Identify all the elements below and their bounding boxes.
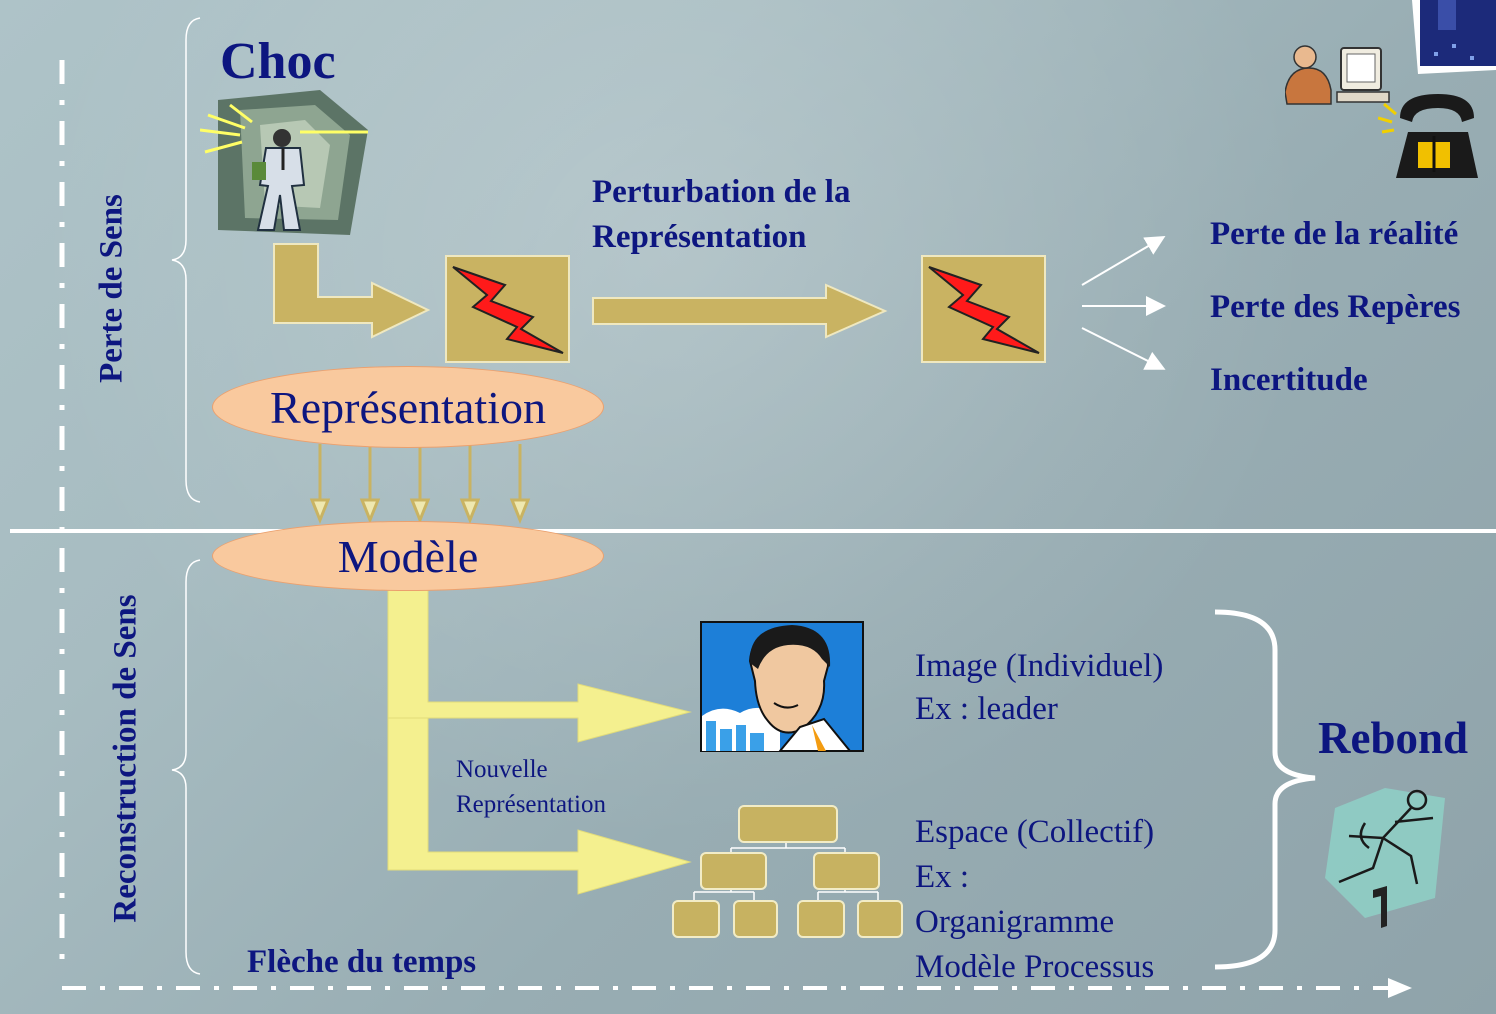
computer-user-icon xyxy=(1285,45,1390,105)
new-representation-label: Nouvelle Représentation xyxy=(456,756,606,818)
time-arrow-head xyxy=(1388,978,1412,998)
outcome-reality: Perte de la réalité xyxy=(1210,216,1459,252)
brace-right xyxy=(1214,609,1316,970)
outcome-landmarks: Perte des Repères xyxy=(1210,289,1461,325)
space-collective-text: Espace (Collectif) Ex : Organigramme Mod… xyxy=(915,814,1155,985)
model-branch-arrow xyxy=(387,585,692,895)
perturbation-label: Perturbation de la Représentation xyxy=(592,174,851,255)
building-icon xyxy=(1412,0,1496,74)
choc-title: Choc xyxy=(220,33,336,90)
brace-bottom xyxy=(171,559,201,975)
shock-box-2 xyxy=(921,255,1046,363)
perturbation-arrow xyxy=(592,283,888,339)
lightning-icon xyxy=(452,266,564,354)
down-arrows xyxy=(309,444,531,525)
telephone-icon xyxy=(1378,94,1478,178)
shocked-man-icon xyxy=(200,90,368,235)
rebond-title: Rebond xyxy=(1318,713,1469,763)
representation-ellipse: Représentation xyxy=(212,366,604,448)
model-ellipse: Modèle xyxy=(212,521,604,591)
lightning-icon xyxy=(928,266,1040,354)
image-individual-text: Image (Individuel) Ex : leader xyxy=(915,648,1164,727)
side-label-reconstruction: Reconstruction de Sens xyxy=(107,594,144,923)
brace-top xyxy=(171,17,201,503)
shock-box-1 xyxy=(445,255,570,363)
running-man-icon xyxy=(1325,788,1445,928)
time-arrow-label: Flèche du temps xyxy=(247,944,477,980)
choc-arrow xyxy=(273,243,431,339)
outcome-uncertainty: Incertitude xyxy=(1210,362,1368,398)
businessman-portrait-icon xyxy=(700,621,864,752)
side-label-perte: Perte de Sens xyxy=(93,194,130,383)
